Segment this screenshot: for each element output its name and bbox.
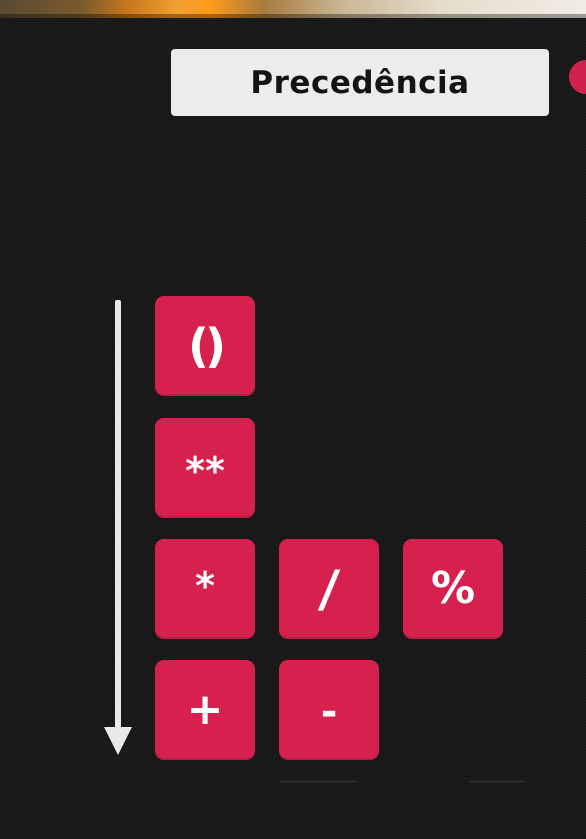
operator-label-multiply: * xyxy=(195,564,215,608)
edge-dot xyxy=(569,60,586,94)
operator-label-modulo: % xyxy=(430,563,476,614)
page-title: Precedência xyxy=(250,64,470,101)
operator-tile-add: + xyxy=(155,660,255,760)
title-box: Precedência xyxy=(171,49,549,116)
operator-tile-parentheses: () xyxy=(155,296,255,396)
operator-label-parentheses: () xyxy=(187,319,226,373)
operator-tile-multiply: * xyxy=(155,539,255,639)
operator-tile-divide: / xyxy=(279,539,379,639)
operator-label-subtract: - xyxy=(320,689,338,735)
faint-divider xyxy=(470,780,524,783)
arrow-shaft xyxy=(115,300,121,730)
operator-tile-modulo: % xyxy=(403,539,503,639)
faint-divider xyxy=(280,780,356,783)
video-top-strip xyxy=(0,0,586,18)
operator-label-power: ** xyxy=(185,449,225,493)
arrow-head xyxy=(104,727,132,755)
operator-label-divide: / xyxy=(316,560,342,618)
operator-tile-power: ** xyxy=(155,418,255,518)
operator-tile-subtract: - xyxy=(279,660,379,760)
operator-label-add: + xyxy=(186,684,224,735)
